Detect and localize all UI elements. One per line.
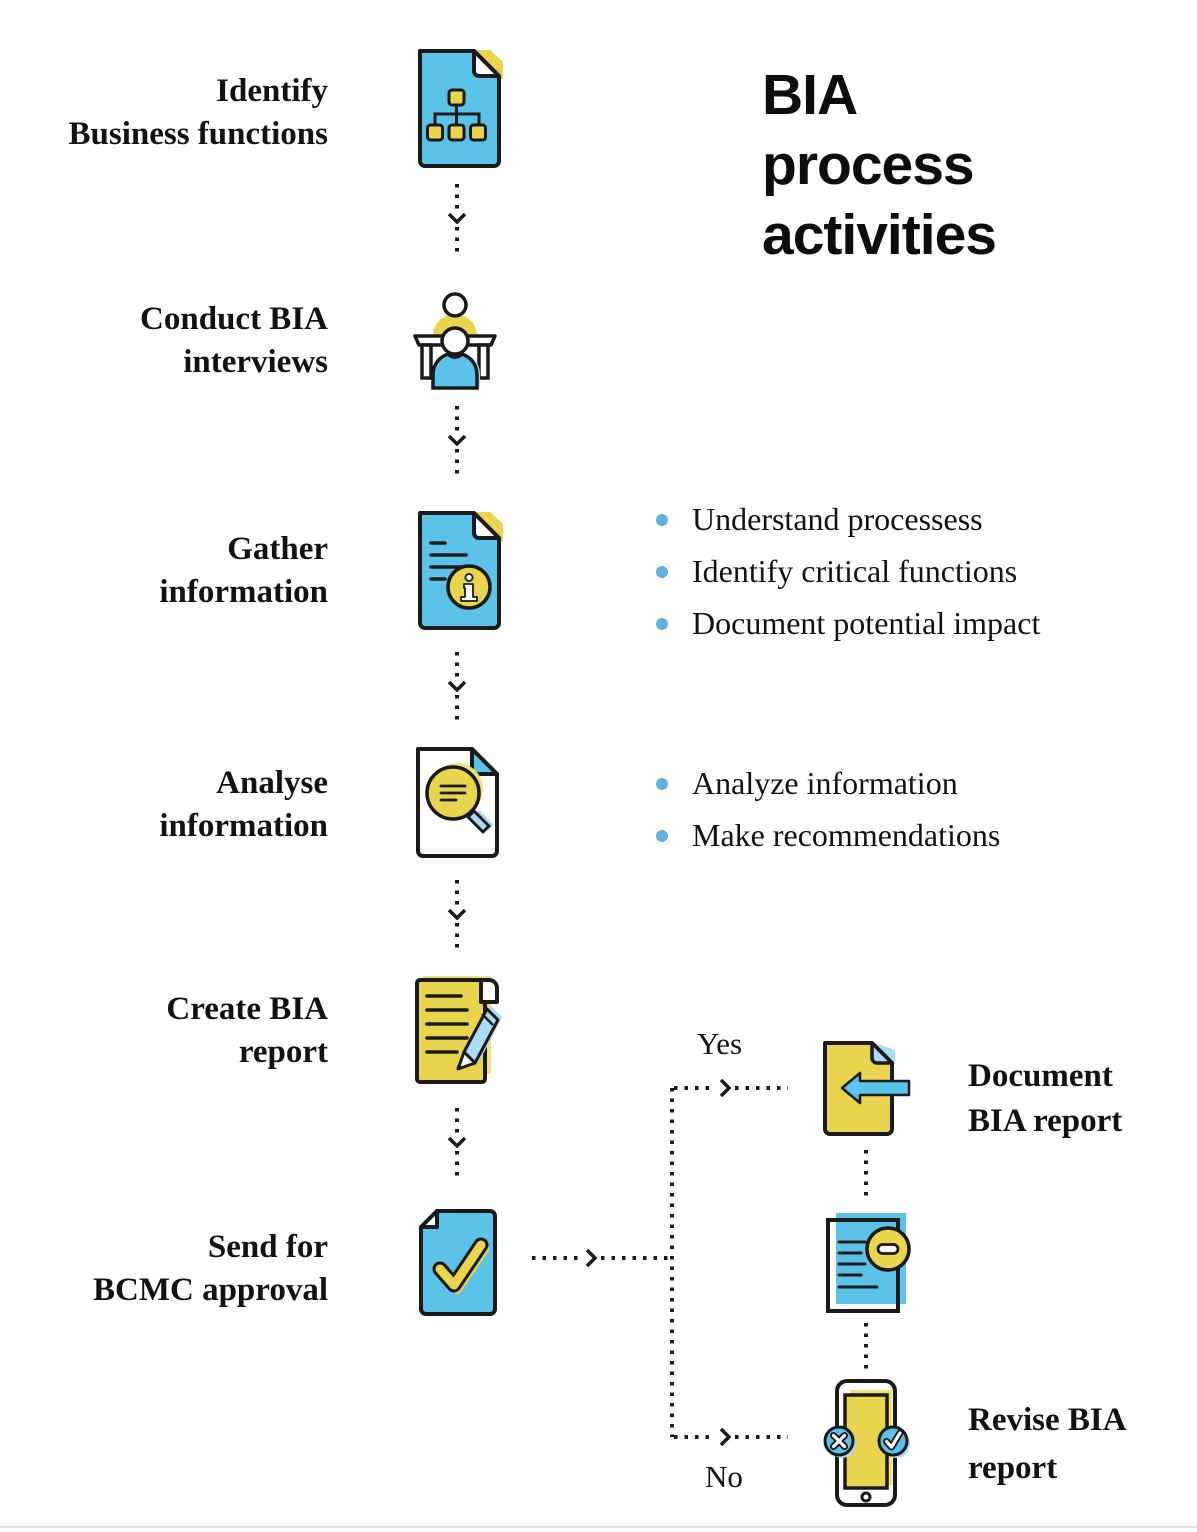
gather-information-bullets: Understand processess Identify critical … — [656, 493, 1040, 649]
arrow-down-icon — [448, 213, 466, 224]
report-pen-icon — [405, 974, 505, 1088]
title-line: process — [762, 133, 975, 197]
org-chart-document-icon — [418, 49, 503, 168]
no-branch-line — [735, 1435, 788, 1439]
outcome-connector — [864, 1150, 868, 1202]
yes-branch-line — [735, 1086, 788, 1090]
label-line: Send for — [207, 1229, 328, 1265]
label-line: Identify — [216, 73, 328, 109]
title-line: BIA — [762, 63, 858, 127]
document-received-icon — [815, 1040, 917, 1140]
document-minus-icon — [822, 1211, 914, 1315]
magnifier-document-icon — [410, 746, 502, 860]
org-chart-document-icon — [408, 48, 505, 170]
flow-connector-5 — [448, 1108, 466, 1179]
info-document-icon — [408, 510, 505, 632]
bullet-text: Identify critical functions — [692, 553, 1018, 589]
phone-approve-reject-icon — [823, 1379, 910, 1507]
arrow-down-icon — [448, 435, 466, 446]
report-pen-icon — [415, 976, 502, 1084]
analyse-information-bullets: Analyze information Make recommendations — [656, 757, 1000, 861]
bullet-dot-icon — [656, 618, 668, 630]
label-line: Analyse — [216, 765, 328, 801]
outcome-label-revise-bia-report: Revise BIA report — [968, 1396, 1127, 1492]
label-line: BIA report — [968, 1103, 1123, 1139]
arrow-right-icon — [586, 1249, 597, 1267]
step-label-gather-information: Gather information — [159, 528, 328, 614]
branch-inflow-line — [532, 1256, 582, 1260]
bullet-item: Understand processess — [656, 493, 1040, 545]
magnifier-document-icon — [416, 747, 499, 858]
flow-connector-3 — [448, 652, 466, 723]
page-bottom-edge — [0, 1526, 1197, 1528]
arrow-down-icon — [448, 681, 466, 692]
arrow-right-icon — [720, 1428, 731, 1446]
title-line: activities — [762, 203, 997, 267]
bullet-text: Make recommendations — [692, 817, 1001, 853]
label-line: Revise BIA — [968, 1402, 1127, 1438]
bullet-text: Understand processess — [692, 501, 983, 537]
outcome-label-document-bia-report: Document BIA report — [968, 1054, 1122, 1144]
bullet-item: Analyze information — [656, 757, 1000, 809]
label-line: report — [238, 1034, 328, 1070]
branch-vertical-line — [670, 1088, 674, 1437]
label-line: information — [159, 808, 328, 844]
yes-label: Yes — [697, 1026, 743, 1061]
label-line: interviews — [183, 344, 328, 380]
label-line: BCMC approval — [93, 1272, 328, 1308]
branch-inflow-line — [601, 1256, 672, 1260]
bullet-dot-icon — [656, 830, 668, 842]
bullet-item: Identify critical functions — [656, 545, 1040, 597]
flow-connector-1 — [448, 184, 466, 255]
bullet-text: Analyze information — [692, 765, 958, 801]
outcome-connector — [864, 1323, 868, 1373]
label-line: Conduct BIA — [140, 301, 328, 337]
approved-document-icon — [410, 1208, 505, 1318]
approved-document-icon — [418, 1209, 497, 1316]
no-label: No — [705, 1459, 743, 1494]
bullet-item: Document potential impact — [656, 597, 1040, 649]
label-line: Create BIA — [166, 991, 328, 1027]
label-line: Document — [968, 1058, 1113, 1094]
interview-desk-icon — [413, 292, 497, 390]
document-received-icon — [823, 1041, 911, 1136]
step-label-conduct-bia-interviews: Conduct BIA interviews — [140, 298, 328, 384]
label-line: Gather — [227, 531, 328, 567]
flow-connector-2 — [448, 406, 466, 477]
flow-connector-4 — [448, 880, 466, 951]
step-label-create-bia-report: Create BIA report — [166, 988, 328, 1074]
arrow-down-icon — [448, 1137, 466, 1148]
step-label-analyse-information: Analyse information — [159, 762, 328, 848]
label-line: Business functions — [68, 116, 328, 152]
no-branch-line — [674, 1435, 716, 1439]
interview-desk-icon — [405, 290, 505, 390]
page-title: BIA process activities — [762, 60, 997, 270]
arrow-right-icon — [720, 1079, 731, 1097]
document-minus-icon — [826, 1213, 911, 1313]
step-label-identify-business-functions: Identify Business functions — [68, 70, 328, 156]
label-line: information — [159, 574, 328, 610]
phone-approve-reject-icon — [818, 1378, 914, 1508]
step-label-send-for-bcmc-approval: Send for BCMC approval — [93, 1226, 328, 1312]
bullet-text: Document potential impact — [692, 605, 1041, 641]
label-line: report — [968, 1450, 1058, 1486]
bullet-dot-icon — [656, 566, 668, 578]
arrow-down-icon — [448, 909, 466, 920]
info-document-icon — [418, 511, 503, 630]
bullet-dot-icon — [656, 514, 668, 526]
bullet-item: Make recommendations — [656, 809, 1000, 861]
yes-branch-line — [674, 1086, 716, 1090]
bullet-dot-icon — [656, 778, 668, 790]
